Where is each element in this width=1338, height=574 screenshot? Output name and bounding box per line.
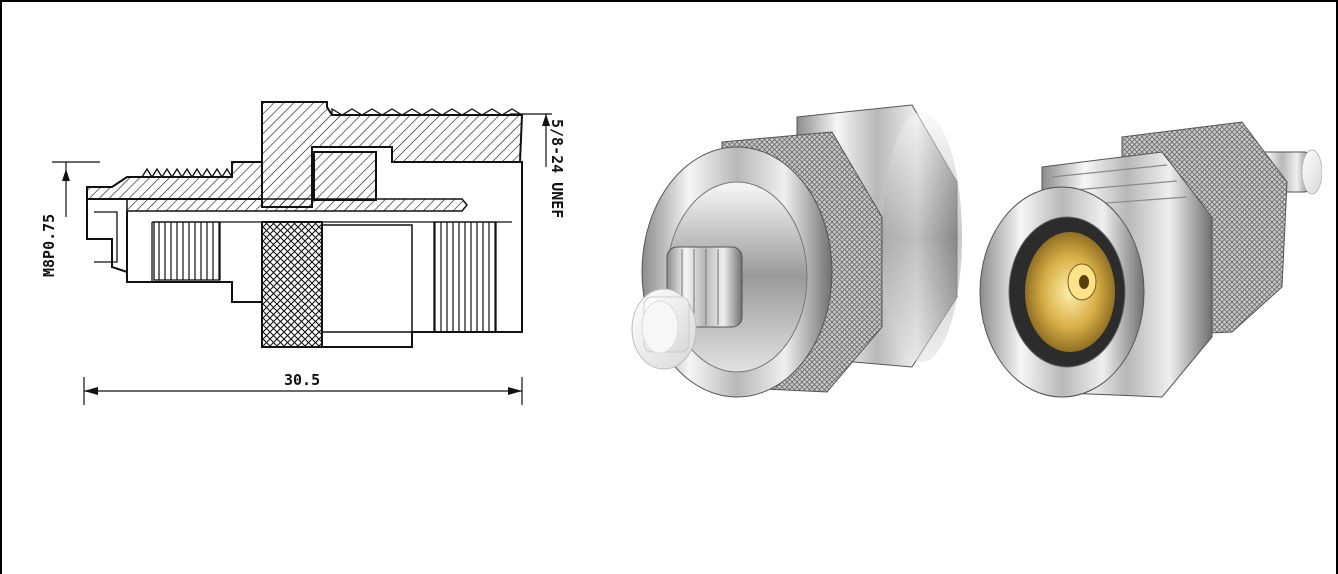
left-end-detail <box>94 211 118 263</box>
knurled-insulator-section <box>261 221 323 348</box>
connector-fme-side <box>631 104 962 398</box>
dim-thread-large-label: 5/8-24 UNEF <box>548 119 566 218</box>
contact-block <box>313 151 377 201</box>
upper-thread-ridge <box>331 107 523 116</box>
left-end-outline <box>86 199 128 274</box>
dim-thread-small-label: M8P0.75 <box>40 214 58 277</box>
length-arrowhead-right <box>508 387 522 395</box>
connector-product-photo <box>631 104 1322 398</box>
middle-inner-box <box>322 224 413 333</box>
thread-large-arrowhead <box>542 114 550 126</box>
length-arrowhead-left <box>84 387 98 395</box>
left-internal-threads <box>153 221 221 281</box>
thread-small-arrowhead <box>62 169 70 181</box>
small-thread-ridge <box>141 167 233 179</box>
connector-n-female-side <box>979 121 1322 398</box>
outer-body-section <box>86 101 524 208</box>
right-internal-threads <box>433 221 497 333</box>
inner-sleeve-section <box>126 198 468 212</box>
connector-cross-section-drawing: M8P0.75 5/8-24 UNEF 30.5 <box>40 101 566 405</box>
dim-length-label: 30.5 <box>284 371 320 389</box>
